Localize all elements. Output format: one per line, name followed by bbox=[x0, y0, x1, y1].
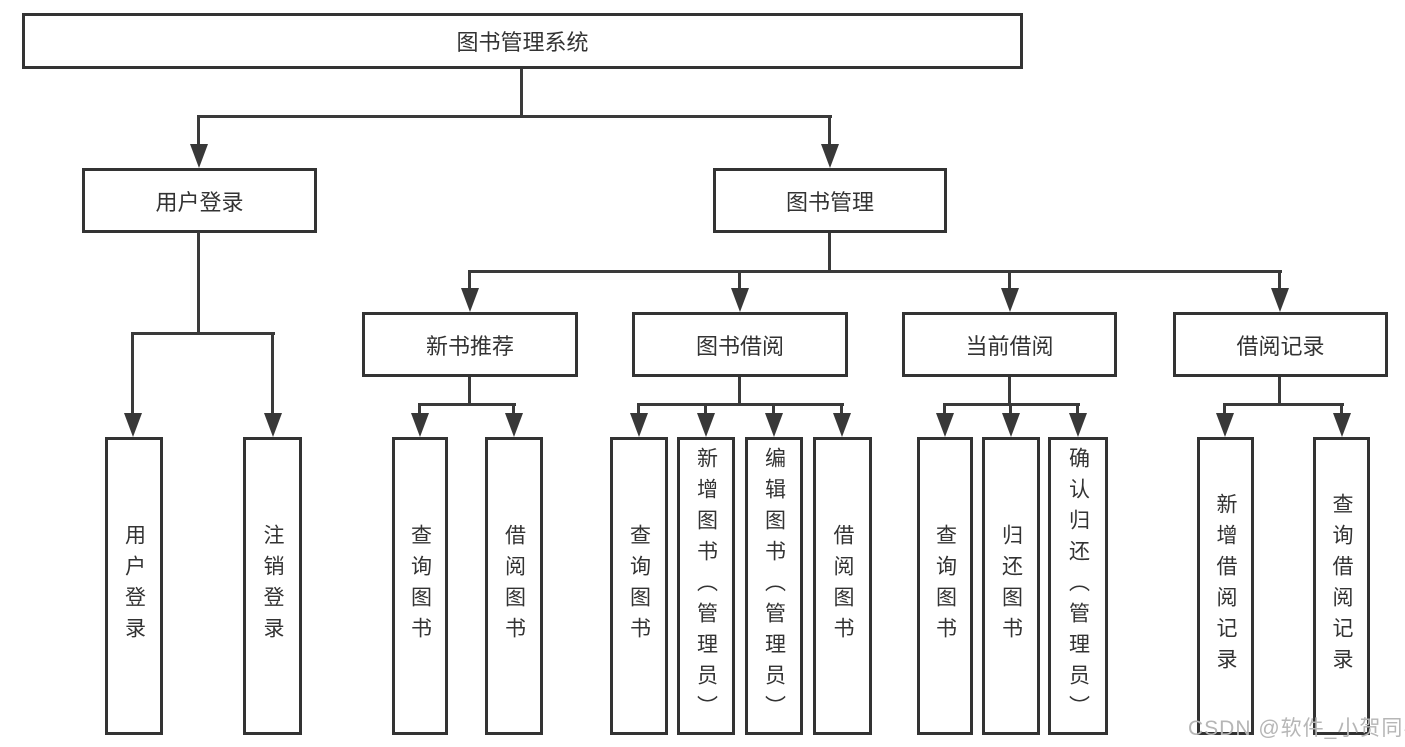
node-new-book-recommendation: 新书推荐 bbox=[362, 312, 578, 377]
node-label: 查询图书 bbox=[627, 524, 651, 648]
connector-line bbox=[197, 116, 200, 148]
node-label: 查询图书 bbox=[933, 524, 957, 648]
watermark-text: CSDN @软件_小贺同学 bbox=[1188, 717, 1405, 740]
connector-line bbox=[828, 116, 831, 148]
node-label: 图书管理 bbox=[785, 189, 874, 215]
leaf-borrow-books: 借阅图书 bbox=[813, 437, 872, 735]
node-label: 借阅图书 bbox=[831, 524, 854, 648]
node-label: 查询借阅记录 bbox=[1330, 493, 1353, 679]
connector-line bbox=[840, 404, 843, 416]
arrow-down-icon bbox=[821, 144, 839, 168]
connector-line bbox=[1008, 377, 1011, 406]
connector-line bbox=[468, 271, 471, 292]
connector-line bbox=[738, 271, 741, 292]
connector-line bbox=[637, 403, 844, 406]
connector-line bbox=[637, 404, 640, 416]
node-label: 查询图书 bbox=[408, 524, 432, 648]
node-label: 编辑图书（管理员） bbox=[762, 446, 786, 726]
arrow-down-icon bbox=[264, 413, 282, 437]
node-label: 借阅图书 bbox=[502, 524, 526, 648]
connector-line bbox=[197, 232, 200, 335]
connector-line bbox=[131, 332, 275, 335]
connector-line bbox=[1076, 404, 1079, 416]
connector-line bbox=[1008, 271, 1011, 292]
leaf-add-borrow-record: 新增借阅记录 bbox=[1197, 437, 1254, 735]
connector-line bbox=[943, 404, 946, 416]
node-current-borrowing: 当前借阅 bbox=[902, 312, 1117, 377]
leaf-query-borrow-record: 查询借阅记录 bbox=[1313, 437, 1370, 735]
node-label: 当前借阅 bbox=[965, 333, 1054, 359]
node-book-management: 图书管理 bbox=[713, 168, 947, 233]
connector-line bbox=[1278, 271, 1281, 292]
arrow-down-icon bbox=[1001, 288, 1019, 312]
connector-line bbox=[772, 404, 775, 416]
leaf-query-books-borrow: 查询图书 bbox=[610, 437, 668, 735]
arrow-down-icon bbox=[461, 288, 479, 312]
connector-line bbox=[1009, 404, 1012, 416]
node-label: 注销登录 bbox=[261, 524, 284, 648]
arrow-down-icon bbox=[190, 144, 208, 168]
connector-line bbox=[197, 115, 832, 118]
leaf-return-books: 归还图书 bbox=[982, 437, 1040, 735]
arrow-down-icon bbox=[731, 288, 749, 312]
node-label: 图书借阅 bbox=[695, 333, 784, 359]
leaf-edit-books-admin: 编辑图书（管理员） bbox=[745, 437, 803, 735]
leaf-borrow-books-recommend: 借阅图书 bbox=[485, 437, 543, 735]
node-borrowing-records: 借阅记录 bbox=[1173, 312, 1388, 377]
arrow-down-icon bbox=[697, 413, 715, 437]
arrow-down-icon bbox=[1002, 413, 1020, 437]
connector-line bbox=[131, 333, 134, 416]
connector-line bbox=[738, 377, 741, 406]
arrow-down-icon bbox=[1271, 288, 1289, 312]
arrow-down-icon bbox=[411, 413, 429, 437]
connector-line bbox=[520, 69, 523, 118]
leaf-query-books-recommend: 查询图书 bbox=[392, 437, 448, 735]
connector-line bbox=[828, 233, 831, 272]
connector-line bbox=[1223, 403, 1344, 406]
arrow-down-icon bbox=[1333, 413, 1351, 437]
node-label: 借阅记录 bbox=[1236, 333, 1325, 359]
node-label: 新增借阅记录 bbox=[1214, 493, 1237, 679]
connector-line bbox=[704, 404, 707, 416]
node-label: 图书管理系统 bbox=[456, 30, 589, 55]
connector-line bbox=[1278, 377, 1281, 406]
node-label: 确认归还（管理员） bbox=[1066, 446, 1090, 726]
leaf-user-login: 用户登录 bbox=[105, 437, 163, 735]
connector-line bbox=[1223, 404, 1226, 416]
node-label: 用户登录 bbox=[122, 524, 146, 648]
leaf-query-books-current: 查询图书 bbox=[917, 437, 973, 735]
arrow-down-icon bbox=[765, 413, 783, 437]
node-user-login: 用户登录 bbox=[82, 168, 317, 233]
arrow-down-icon bbox=[124, 413, 142, 437]
connector-line bbox=[468, 377, 471, 406]
arrow-down-icon bbox=[505, 413, 523, 437]
connector-line bbox=[512, 404, 515, 416]
connector-line bbox=[468, 270, 1282, 273]
connector-line bbox=[418, 404, 421, 416]
node-label: 新书推荐 bbox=[425, 333, 514, 359]
arrow-down-icon bbox=[1069, 413, 1087, 437]
arrow-down-icon bbox=[1216, 413, 1234, 437]
arrow-down-icon bbox=[936, 413, 954, 437]
node-library-management-system: 图书管理系统 bbox=[22, 13, 1023, 69]
connector-line bbox=[1340, 404, 1343, 416]
node-label: 新增图书（管理员） bbox=[694, 446, 718, 726]
node-book-borrowing: 图书借阅 bbox=[632, 312, 848, 377]
leaf-logout: 注销登录 bbox=[243, 437, 302, 735]
connector-line bbox=[271, 333, 274, 416]
leaf-confirm-return-admin: 确认归还（管理员） bbox=[1048, 437, 1108, 735]
connector-line bbox=[418, 403, 516, 406]
arrow-down-icon bbox=[833, 413, 851, 437]
node-label: 归还图书 bbox=[999, 524, 1023, 648]
leaf-add-books-admin: 新增图书（管理员） bbox=[677, 437, 735, 735]
arrow-down-icon bbox=[630, 413, 648, 437]
node-label: 用户登录 bbox=[155, 189, 244, 215]
